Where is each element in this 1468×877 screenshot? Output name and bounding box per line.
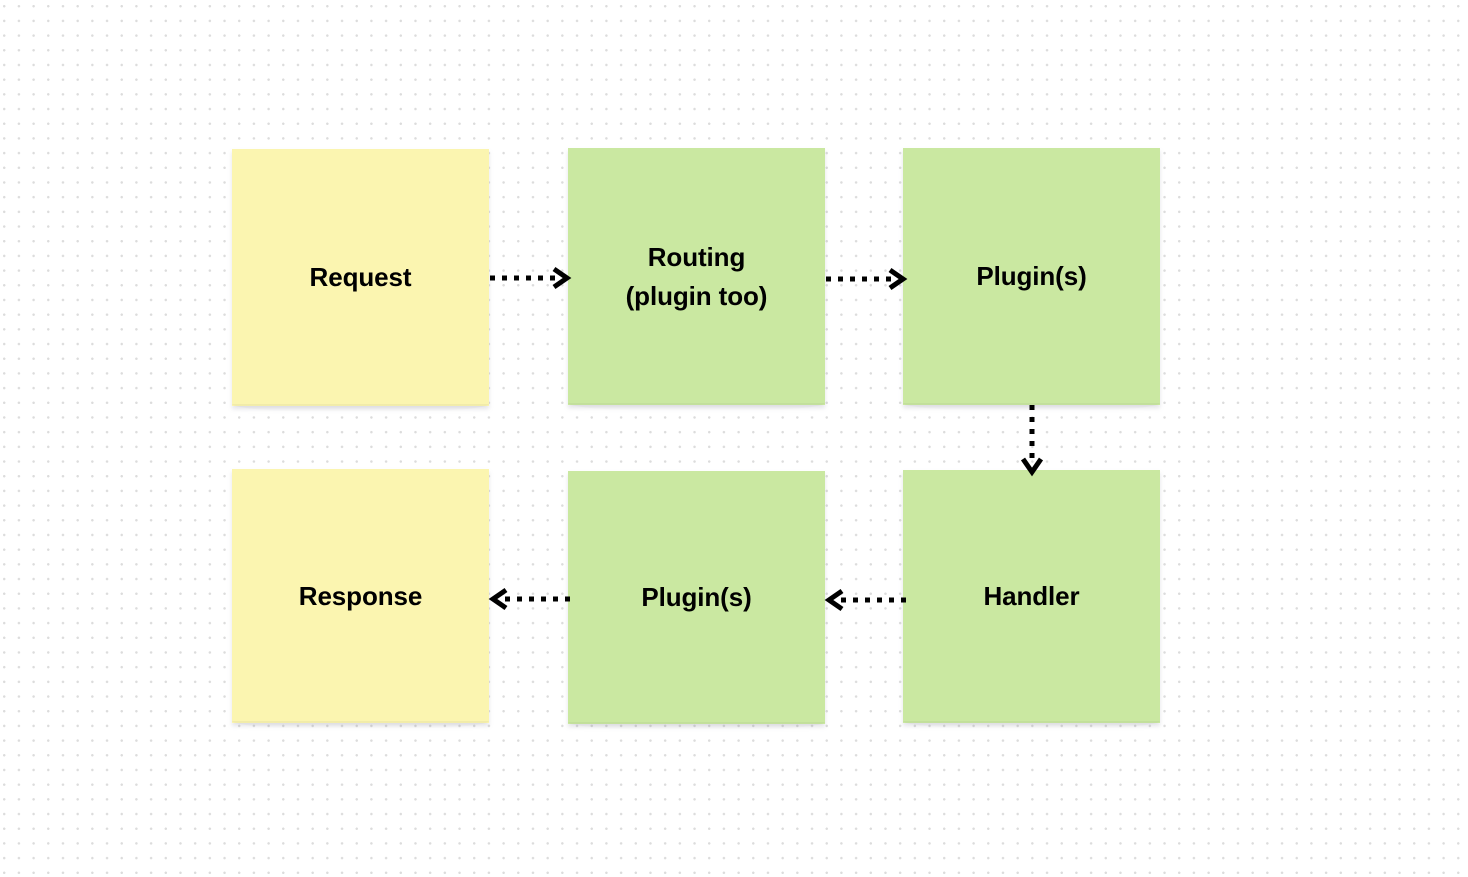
sticky-note-plugins-in[interactable]: Plugin(s) [903, 148, 1160, 411]
note-label-plugins-out: Plugin(s) [641, 582, 752, 613]
note-label-routing: Routing (plugin too) [625, 242, 768, 311]
arrowhead-left [488, 587, 508, 611]
arrowhead-right [888, 267, 908, 291]
arrow-plugins-out-to-response [488, 587, 570, 611]
sticky-note-routing[interactable]: Routing (plugin too) [568, 148, 825, 411]
note-label-request: Request [309, 262, 412, 293]
arrow-routing-to-plugins-in [826, 267, 908, 291]
arrow-plugins-in-to-handler [1020, 405, 1044, 477]
sticky-note-response[interactable]: Response [232, 469, 489, 729]
arrow-handler-to-plugins-out [824, 588, 906, 612]
sticky-note-plugins-out[interactable]: Plugin(s) [568, 471, 825, 730]
note-label-handler: Handler [983, 581, 1080, 612]
arrowhead-left [824, 588, 844, 612]
sticky-note-handler[interactable]: Handler [903, 470, 1160, 729]
arrowhead-right [552, 266, 572, 290]
note-label-response: Response [298, 580, 423, 611]
note-label-plugins-in: Plugin(s) [976, 261, 1087, 292]
arrow-request-to-routing [490, 266, 572, 290]
sticky-note-request[interactable]: Request [232, 149, 489, 412]
